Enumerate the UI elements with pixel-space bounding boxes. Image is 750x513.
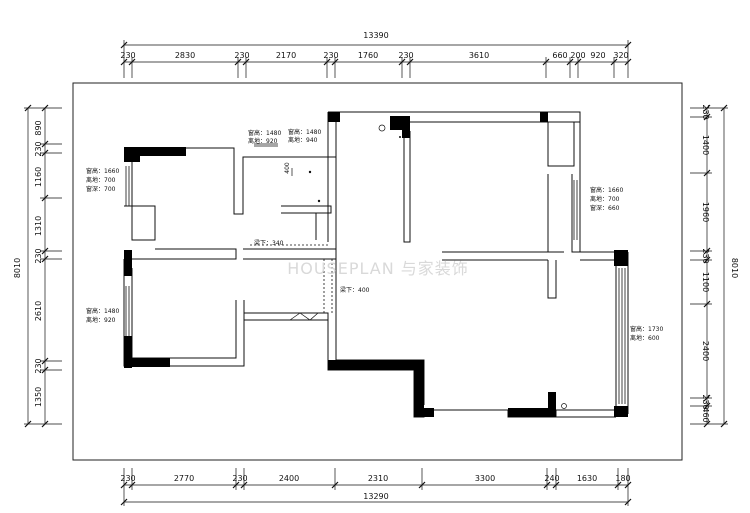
left-total-dim: 8010	[13, 258, 22, 278]
left-seg-3: 1310	[34, 216, 43, 236]
top-seg-2: 230	[234, 51, 249, 60]
beam-lines	[250, 244, 333, 313]
window-annotations: 窗高：1480 离地：920 窗高：1480 离地：940 窗高：1660 离地…	[86, 128, 663, 342]
bottom-seg-0: 230	[120, 474, 135, 483]
fixture-dot	[308, 170, 312, 174]
top-seg-10: 920	[590, 51, 605, 60]
bottom-dimension-ticks	[120, 481, 632, 506]
right-seg-1: 1400	[701, 135, 710, 155]
ann-win-left-bot-1: 窗高：1480	[86, 307, 119, 315]
bottom-seg-7: 1630	[577, 474, 597, 483]
door-swing	[289, 312, 319, 321]
ann-win-left-top-3: 窗深：700	[86, 185, 116, 193]
right-seg-3: 230	[701, 248, 710, 263]
ann-small-dim: 400	[284, 162, 291, 174]
left-segment-labels: 890 230 1160 1310 230 2610 230 1350	[34, 120, 43, 407]
right-segment-labels: 230 1400 1960 230 1100 2400 230 460	[701, 104, 710, 422]
ann-win-right-bot-2: 离地：600	[630, 334, 660, 342]
right-seg-5: 2400	[701, 341, 710, 361]
right-seg-4: 1100	[701, 272, 710, 292]
ann-beam-2: 梁下：400	[340, 286, 370, 294]
right-seg-0: 230	[701, 104, 710, 119]
top-seg-9: 200	[570, 51, 585, 60]
ann-win-top-left-2: 离地：920	[248, 137, 278, 145]
top-seg-0: 230	[120, 51, 135, 60]
windows	[125, 143, 626, 404]
top-total-dim: 13390	[363, 31, 388, 40]
top-seg-3: 2170	[276, 51, 296, 60]
left-seg-5: 2610	[34, 301, 43, 321]
bottom-seg-3: 2400	[279, 474, 299, 483]
top-seg-8: 660	[552, 51, 567, 60]
bottom-seg-6: 240	[544, 474, 559, 483]
ann-win-left-top-1: 窗高：1660	[86, 167, 119, 175]
left-seg-0: 890	[34, 120, 43, 135]
top-seg-11: 320	[613, 51, 628, 60]
bottom-seg-5: 3300	[475, 474, 495, 483]
top-seg-6: 230	[398, 51, 413, 60]
ann-win-top-mid-2: 离地：940	[288, 136, 318, 144]
drawing-frame	[72, 82, 683, 461]
fixtures	[291, 124, 567, 409]
left-seg-2: 1160	[34, 167, 43, 187]
right-dimension-group	[690, 107, 728, 425]
right-seg-7: 460	[701, 407, 710, 422]
ann-win-top-mid-1: 窗高：1480	[288, 128, 321, 136]
top-seg-7: 3610	[469, 51, 489, 60]
solid-walls	[124, 112, 628, 417]
top-dimension-ticks	[120, 41, 632, 66]
ann-win-right-top-2: 离地：700	[590, 195, 620, 203]
top-seg-4: 230	[323, 51, 338, 60]
left-dimension-ticks	[24, 104, 49, 428]
bottom-segment-labels: 230 2770 230 2400 2310 3300 240 1630 180	[120, 474, 630, 483]
ann-beam-1: 梁下：340	[254, 239, 284, 247]
top-seg-5: 1760	[358, 51, 378, 60]
ann-win-top-left-1: 窗高：1480	[248, 129, 281, 137]
bottom-seg-4: 2310	[368, 474, 388, 483]
watermark: HOUSEPLAN 与家装饰	[287, 259, 469, 278]
bottom-seg-1: 2770	[174, 474, 194, 483]
ann-win-left-top-2: 离地：700	[86, 176, 116, 184]
bottom-seg-8: 180	[615, 474, 630, 483]
left-seg-1: 230	[34, 141, 43, 156]
left-seg-6: 230	[34, 358, 43, 373]
right-seg-6: 230	[701, 394, 710, 409]
bottom-seg-2: 230	[232, 474, 247, 483]
top-seg-1: 2830	[175, 51, 195, 60]
ann-win-left-bot-2: 离地：920	[86, 316, 116, 324]
ann-win-right-bot-1: 窗高：1730	[630, 325, 663, 333]
top-segment-labels: 230 2830 230 2170 230 1760 230 3610 660 …	[120, 51, 628, 60]
right-total-dim: 8010	[730, 258, 739, 278]
left-seg-7: 1350	[34, 387, 43, 407]
fixture-dot-2	[317, 199, 321, 203]
fixture-dot-3	[399, 136, 401, 138]
bottom-dimension-group	[123, 468, 629, 506]
ann-win-right-top-1: 窗高：1660	[590, 186, 623, 194]
left-dimension-group	[24, 107, 62, 425]
right-seg-2: 1960	[701, 202, 710, 222]
left-seg-4: 230	[34, 248, 43, 263]
ann-win-right-top-3: 窗深：660	[590, 204, 620, 212]
top-dimension-group	[123, 40, 629, 78]
right-dimension-ticks	[703, 104, 728, 428]
bottom-total-dim: 13290	[363, 492, 388, 501]
